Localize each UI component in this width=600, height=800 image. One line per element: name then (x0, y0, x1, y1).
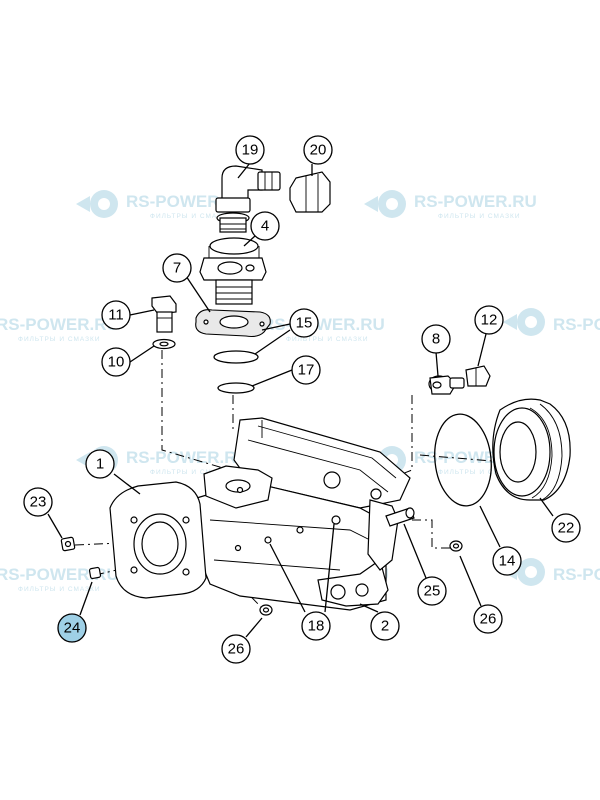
union-nut-part (289, 171, 331, 213)
o-ring-17-part (217, 382, 255, 394)
watermark-4: RS-POWER.RU ФИЛЬТРЫ И СМАЗКИ (262, 315, 385, 343)
watermark-tagline: ФИЛЬТРЫ И СМАЗКИ (286, 336, 369, 343)
watermark-tagline: ФИЛЬТРЫ И СМАЗКИ (18, 336, 101, 343)
svg-text:2: 2 (381, 618, 389, 635)
callout-1[interactable]: 1 (85, 449, 115, 479)
svg-text:18: 18 (308, 618, 325, 635)
svg-text:8: 8 (432, 331, 440, 348)
svg-text:22: 22 (558, 520, 575, 537)
callout-10[interactable]: 10 (101, 347, 131, 377)
leader-lines (47, 162, 554, 638)
callout-17[interactable]: 17 (291, 355, 321, 385)
cap-screw-24-part (88, 566, 102, 580)
watermark-logo-icon (76, 190, 118, 218)
callout-18[interactable]: 18 (301, 611, 331, 641)
watermark-brand: RS-POWER.RU (0, 565, 119, 584)
svg-text:15: 15 (296, 315, 313, 332)
callout-25[interactable]: 25 (417, 576, 447, 606)
watermark-brand: RS-POWER.RU (414, 192, 537, 211)
watermark-2: RS-POWER.RU ФИЛЬТРЫ И СМАЗКИ (364, 190, 537, 220)
cap-screw-23-part (60, 536, 76, 552)
watermark-8: RS-POWER.RU ФИЛЬТРЫ И СМАЗКИ (0, 565, 119, 593)
watermark-brand: RS-POWER.RU (0, 315, 119, 334)
pump-housing-part (109, 417, 411, 611)
watermark-tagline: ФИЛЬТРЫ И СМАЗКИ (150, 213, 233, 220)
seal-ring-part (434, 413, 492, 507)
watermark-logo-icon (364, 190, 406, 218)
watermark-tagline: ФИЛЬТРЫ И СМАЗКИ (18, 586, 101, 593)
pin-25-part (385, 507, 415, 527)
callout-11[interactable]: 11 (101, 300, 131, 330)
watermark-tagline: ФИЛЬТРЫ И СМАЗКИ (438, 213, 521, 220)
watermark-brand: RS-POWER.RU (126, 448, 249, 467)
callout-24[interactable]: 24 (57, 613, 87, 643)
callout-2[interactable]: 2 (370, 611, 400, 641)
callout-15[interactable]: 15 (289, 308, 319, 338)
watermark-tagline: ФИЛЬТРЫ И СМАЗКИ (150, 469, 233, 476)
svg-text:14: 14 (499, 553, 516, 570)
svg-text:12: 12 (481, 312, 498, 329)
callout-8[interactable]: 8 (421, 324, 451, 354)
callout-4[interactable]: 4 (250, 211, 280, 241)
watermark-tagline: ФИЛЬТРЫ И СМАЗКИ (438, 469, 521, 476)
svg-text:10: 10 (108, 354, 125, 371)
svg-text:1: 1 (96, 456, 104, 473)
watermark-brand: RS-POWER.RU (262, 315, 385, 334)
callout-19[interactable]: 19 (235, 135, 265, 165)
callout-14[interactable]: 14 (492, 546, 522, 576)
svg-text:25: 25 (424, 583, 441, 600)
plug-part (465, 365, 491, 387)
callout-26-bottom[interactable]: 26 (221, 634, 251, 664)
adapter-part (199, 237, 267, 305)
callout-12[interactable]: 12 (474, 305, 504, 335)
gasket-part (195, 309, 271, 338)
svg-text:4: 4 (261, 218, 269, 235)
watermark-3: RS-POWER.RU ФИЛЬТРЫ И СМАЗКИ (0, 315, 119, 343)
watermark-5: RS-POWER.RU (503, 308, 600, 336)
svg-text:23: 23 (30, 494, 47, 511)
svg-text:7: 7 (173, 260, 181, 277)
bearing-cup-part (492, 398, 571, 501)
svg-text:11: 11 (108, 307, 124, 324)
washer-part (152, 338, 176, 350)
svg-text:26: 26 (480, 611, 497, 628)
callout-22[interactable]: 22 (551, 513, 581, 543)
bolt-part (151, 295, 177, 333)
callout-20[interactable]: 20 (303, 135, 333, 165)
svg-text:26: 26 (228, 641, 245, 658)
svg-text:19: 19 (242, 142, 259, 159)
callout-26-right[interactable]: 26 (473, 604, 503, 634)
svg-text:17: 17 (298, 362, 315, 379)
o-ring-15-part (213, 350, 259, 364)
svg-text:20: 20 (310, 142, 327, 159)
plug-26-bottom-part (259, 604, 273, 616)
callout-23[interactable]: 23 (23, 487, 53, 517)
watermark-logo-icon (503, 308, 545, 336)
elbow-fitting-part (215, 165, 281, 233)
watermark-brand: RS-POWER.RU (553, 565, 600, 584)
plug-26-right-part (449, 540, 463, 552)
fitting-part (428, 375, 465, 395)
callouts: 19 20 4 7 11 15 10 17 8 12 1 23 22 14 25… (23, 135, 581, 664)
svg-text:24: 24 (64, 620, 81, 637)
callout-7[interactable]: 7 (162, 253, 192, 283)
watermark-brand: RS-POWER.RU (553, 315, 600, 334)
